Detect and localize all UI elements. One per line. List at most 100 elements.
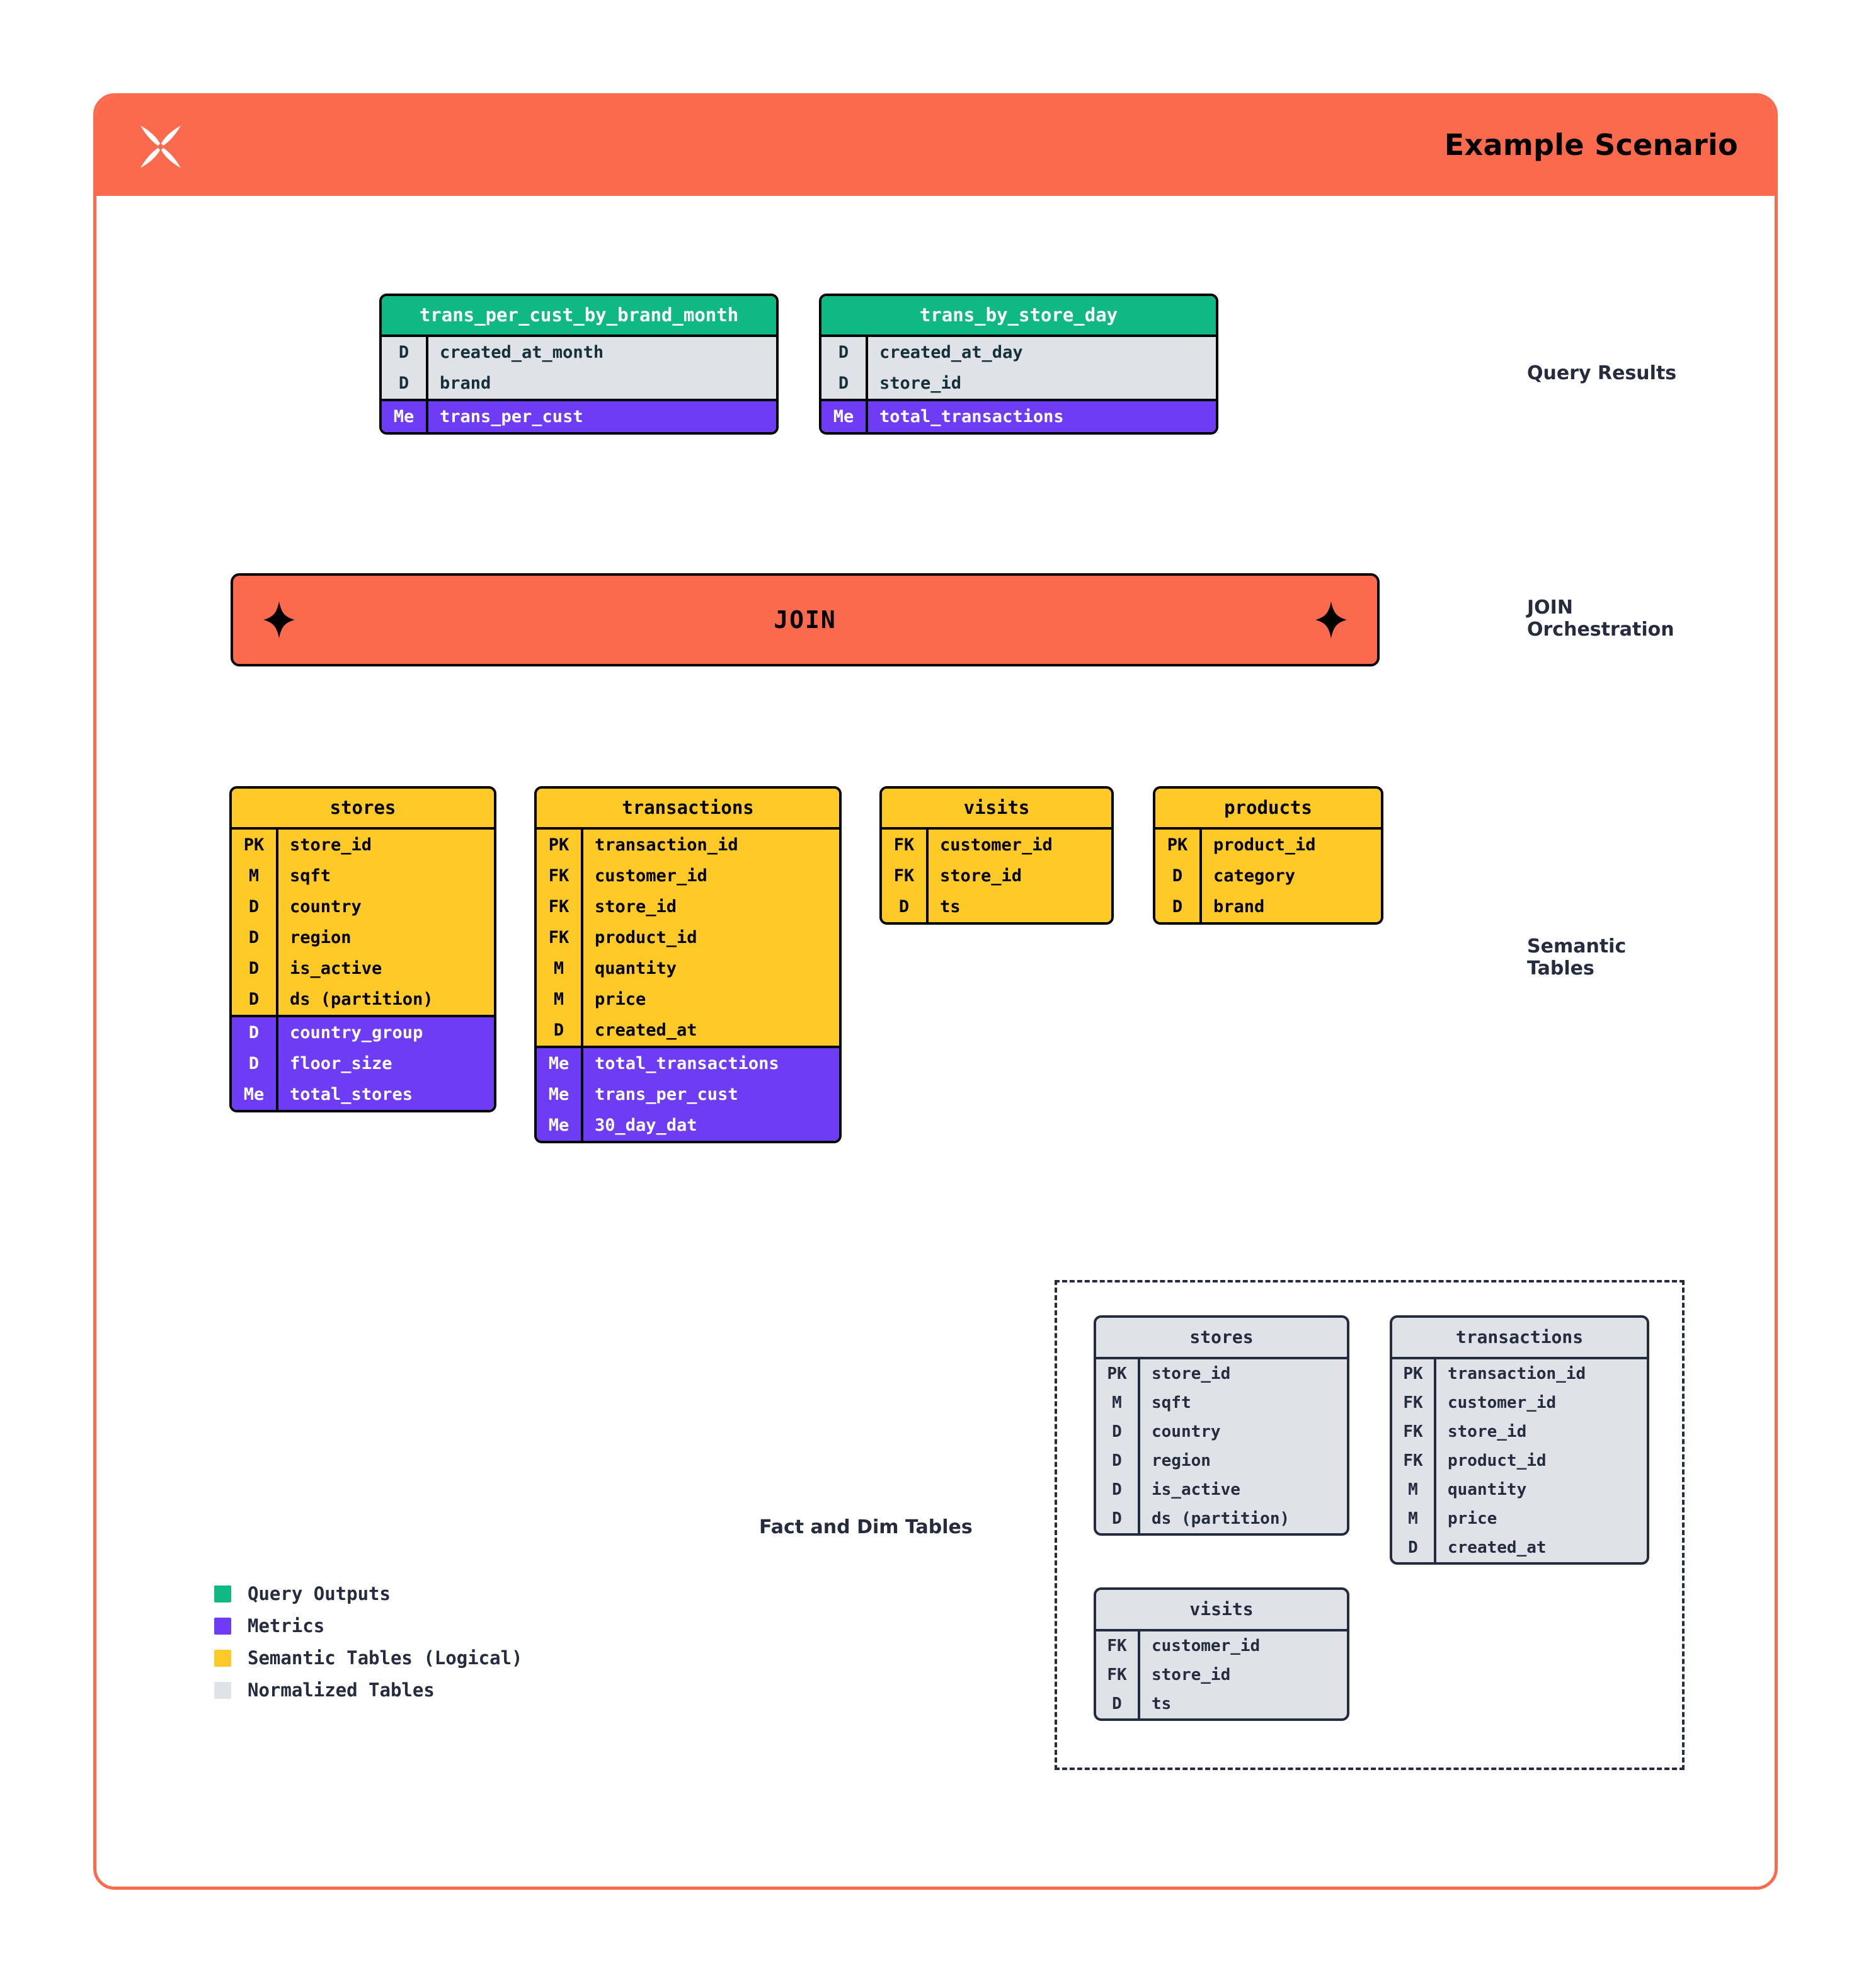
fact-dim-group-box — [1055, 1280, 1685, 1770]
row-field: sqft — [1152, 1393, 1191, 1412]
x-star-logo-icon — [140, 125, 181, 168]
row-key: Me — [382, 401, 428, 432]
table-header: visits — [882, 789, 1111, 827]
row-field: customer_id — [595, 866, 707, 886]
row-key: D — [232, 1048, 278, 1079]
query-result-table-0[interactable]: trans_per_cust_by_brand_month D created_… — [379, 294, 779, 435]
annotation-query-results: Query Results — [1527, 362, 1677, 385]
table-row: Me total_transactions — [537, 1048, 839, 1079]
row-field: store_id — [290, 835, 372, 855]
join-label: JOIN — [774, 606, 837, 634]
annotation-label-line1: Semantic — [1527, 935, 1627, 957]
row-key: D — [1155, 891, 1202, 922]
row-field: region — [1152, 1451, 1211, 1470]
row-key: FK — [537, 860, 583, 891]
row-field: product_id — [1448, 1451, 1547, 1470]
join-orchestration-bar[interactable]: JOIN — [231, 573, 1380, 666]
row-key: Me — [232, 1079, 278, 1110]
row-field: brand — [440, 374, 491, 393]
annotation-label-line2: Orchestration — [1527, 618, 1674, 641]
table-header: trans_per_cust_by_brand_month — [382, 296, 776, 334]
row-field: is_active — [1152, 1480, 1240, 1499]
annotation-join-orchestration: JOIN Orchestration — [1527, 597, 1674, 641]
sparkle-icon — [263, 601, 295, 639]
row-field: product_id — [595, 928, 697, 947]
table-row: D created_at_month — [382, 337, 776, 368]
row-field: floor_size — [290, 1054, 392, 1073]
row-field: store_id — [940, 866, 1022, 886]
row-field: quantity — [1448, 1480, 1527, 1499]
row-key: M — [232, 860, 278, 891]
dimensions-section: D created_at_day D store_id — [821, 337, 1216, 399]
row-field: store_id — [1152, 1665, 1231, 1684]
row-key: D — [821, 368, 868, 399]
table-row: Me trans_per_cust — [382, 401, 776, 432]
query-result-table-1[interactable]: trans_by_store_day D created_at_day D st… — [819, 294, 1218, 435]
row-field: is_active — [290, 959, 382, 978]
row-field: ts — [1152, 1694, 1172, 1713]
row-key: Me — [537, 1048, 583, 1079]
row-field: store_id — [1448, 1422, 1527, 1441]
row-key: PK — [537, 830, 583, 860]
annotation-label-line1: JOIN — [1527, 597, 1573, 619]
row-field: transaction_id — [595, 835, 738, 855]
table-header: transactions — [1455, 1327, 1584, 1347]
table-row: FK product_id — [1392, 1446, 1647, 1475]
legend-swatch-semantic-tables — [214, 1649, 231, 1667]
legend-item: Metrics — [214, 1615, 523, 1637]
row-field: country — [1152, 1422, 1221, 1441]
row-key: FK — [882, 830, 929, 860]
row-key: D — [1096, 1504, 1140, 1533]
metrics-section: Me total_transactions — [821, 399, 1216, 432]
row-key: FK — [537, 891, 583, 922]
table-row: FK store_id — [882, 860, 1111, 891]
row-field: total_transactions — [595, 1054, 779, 1073]
row-key: M — [1392, 1504, 1436, 1533]
table-row: FK store_id — [1096, 1660, 1347, 1689]
table-row: D store_id — [821, 368, 1216, 399]
legend: Query Outputs Metrics Semantic Tables (L… — [214, 1583, 523, 1711]
table-header: stores — [1189, 1327, 1254, 1347]
row-field: created_at — [595, 1020, 697, 1040]
row-field: price — [595, 990, 646, 1009]
row-field: ds (partition) — [1152, 1509, 1290, 1528]
row-key: FK — [1096, 1660, 1140, 1689]
legend-label: Metrics — [248, 1615, 325, 1637]
row-key: FK — [1392, 1446, 1436, 1475]
sparkle-icon — [1315, 601, 1347, 639]
annotation-label: Query Results — [1527, 362, 1677, 384]
row-field: customer_id — [940, 835, 1053, 855]
table-header: trans_by_store_day — [821, 296, 1216, 334]
row-key: D — [1096, 1446, 1140, 1475]
row-key: D — [382, 368, 428, 399]
row-key: FK — [882, 860, 929, 891]
row-field: country_group — [290, 1023, 423, 1043]
row-field: price — [1448, 1509, 1497, 1528]
